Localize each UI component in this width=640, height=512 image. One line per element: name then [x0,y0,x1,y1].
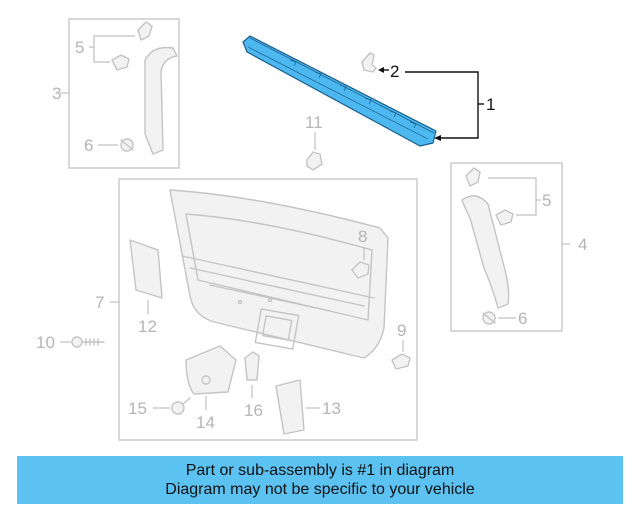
callout-12: 12 [138,317,157,336]
callout-11: 11 [305,113,323,132]
part-16-clip[interactable] [244,351,260,398]
inset-box-left-pillar [60,18,180,169]
callout-5-right: 5 [542,191,551,210]
callout-16: 16 [244,401,263,420]
part-9-clip[interactable] [391,340,411,370]
banner-line-part-number: Part or sub-assembly is #1 in diagram [185,462,455,479]
callout-5-left: 5 [75,38,84,57]
callout-14: 14 [196,413,215,432]
callout-10: 10 [36,333,55,352]
exploded-parts-diagram: 2 1 3 5 6 11 [36,18,587,441]
inset-box-right-pillar [450,162,570,332]
part-13-cover[interactable] [275,379,320,435]
part-14-cover[interactable] [185,345,237,410]
callout-3: 3 [52,84,61,103]
part-12-cover[interactable] [129,239,163,314]
part-11-clip[interactable] [306,132,323,171]
leader-lines-part-1 [378,67,484,141]
callout-8: 8 [358,227,367,246]
part-15-clip[interactable] [153,397,191,415]
callout-4: 4 [578,235,587,254]
callout-7: 7 [95,293,104,312]
part-10-bolt[interactable] [60,336,105,348]
callout-15: 15 [128,399,147,418]
callout-9: 9 [397,321,406,340]
part-2-clip[interactable] [361,52,377,73]
banner-line-disclaimer: Diagram may not be specific to your vehi… [165,481,475,498]
part-info-banner: Part or sub-assembly is #1 in diagram Di… [17,456,623,504]
part-1-upper-trim-highlighted[interactable] [242,35,437,147]
callout-13: 13 [322,399,341,418]
main-liftgate-trim-box [110,178,418,441]
callout-6-right: 6 [518,309,527,328]
callout-1: 1 [486,95,495,114]
part-8-clip[interactable] [351,247,370,279]
callout-6-left: 6 [84,136,93,155]
callout-2: 2 [390,62,399,81]
